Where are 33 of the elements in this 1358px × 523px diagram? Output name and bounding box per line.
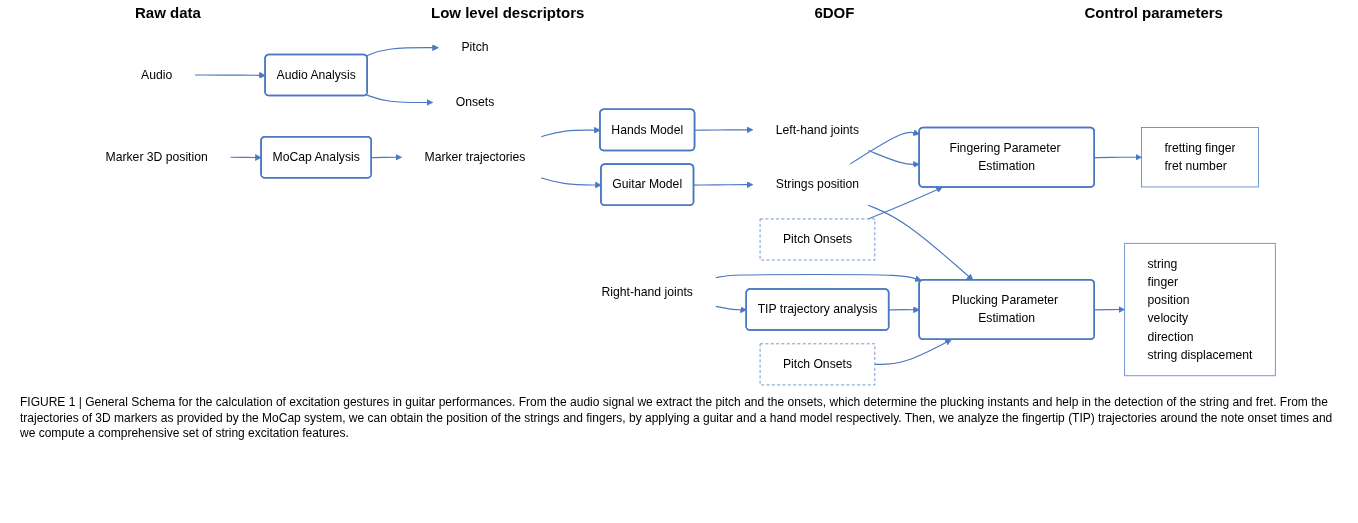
node-text: Marker 3D position	[105, 150, 208, 164]
arrow	[1094, 306, 1125, 313]
arrow	[867, 149, 920, 168]
column-heading: Low level descriptors	[430, 4, 585, 21]
arrow	[874, 339, 952, 365]
node-text: Left-hand joints	[775, 123, 860, 136]
arrow	[867, 204, 974, 281]
arrow	[715, 273, 922, 282]
arrow	[888, 306, 920, 314]
arrow	[371, 153, 402, 161]
arrow	[365, 94, 434, 106]
node-box: Pitch Onsets	[759, 218, 876, 261]
column-heading: Raw data	[135, 4, 201, 21]
node-text: Onsets	[455, 95, 495, 109]
node-box: fretting finger fret number	[1141, 127, 1259, 188]
node-box: Pitch Onsets	[759, 343, 876, 386]
node-text: Right-hand joints	[601, 285, 693, 299]
arrow	[194, 71, 266, 79]
arrow	[230, 154, 262, 161]
arrow	[849, 129, 920, 165]
column-heading: 6DOF	[814, 4, 855, 21]
arrow	[365, 44, 439, 57]
node-box: string finger position velocity direction string displacement	[1124, 242, 1276, 377]
node-text: Strings position	[775, 177, 860, 191]
node-text: Pitch	[461, 40, 489, 54]
figure-caption: FIGURE 1 | General Schema for the calculation of excitation gestures in guitar performances. From the audio signal we extract the pitch and the onsets, which determine the plucking instants and help in the detection of the string and fret. From the trajectories of 3D markers as provided by the MoCap system, we can obtain the position of the strings and fingers, by applying a guitar and a hand model respectively. Then, we analyze the fingertip (TIP) trajectories around the note onset times and we compute a comprehensive set of string excitation features.	[19, 394, 1334, 443]
node-text: Audio	[141, 68, 173, 82]
arrow	[1094, 153, 1142, 161]
arrow	[693, 181, 754, 189]
arrow	[694, 126, 754, 134]
column-heading: Control parameters	[1084, 4, 1223, 21]
arrow	[715, 305, 747, 314]
node-text: Marker trajectories	[424, 150, 526, 164]
